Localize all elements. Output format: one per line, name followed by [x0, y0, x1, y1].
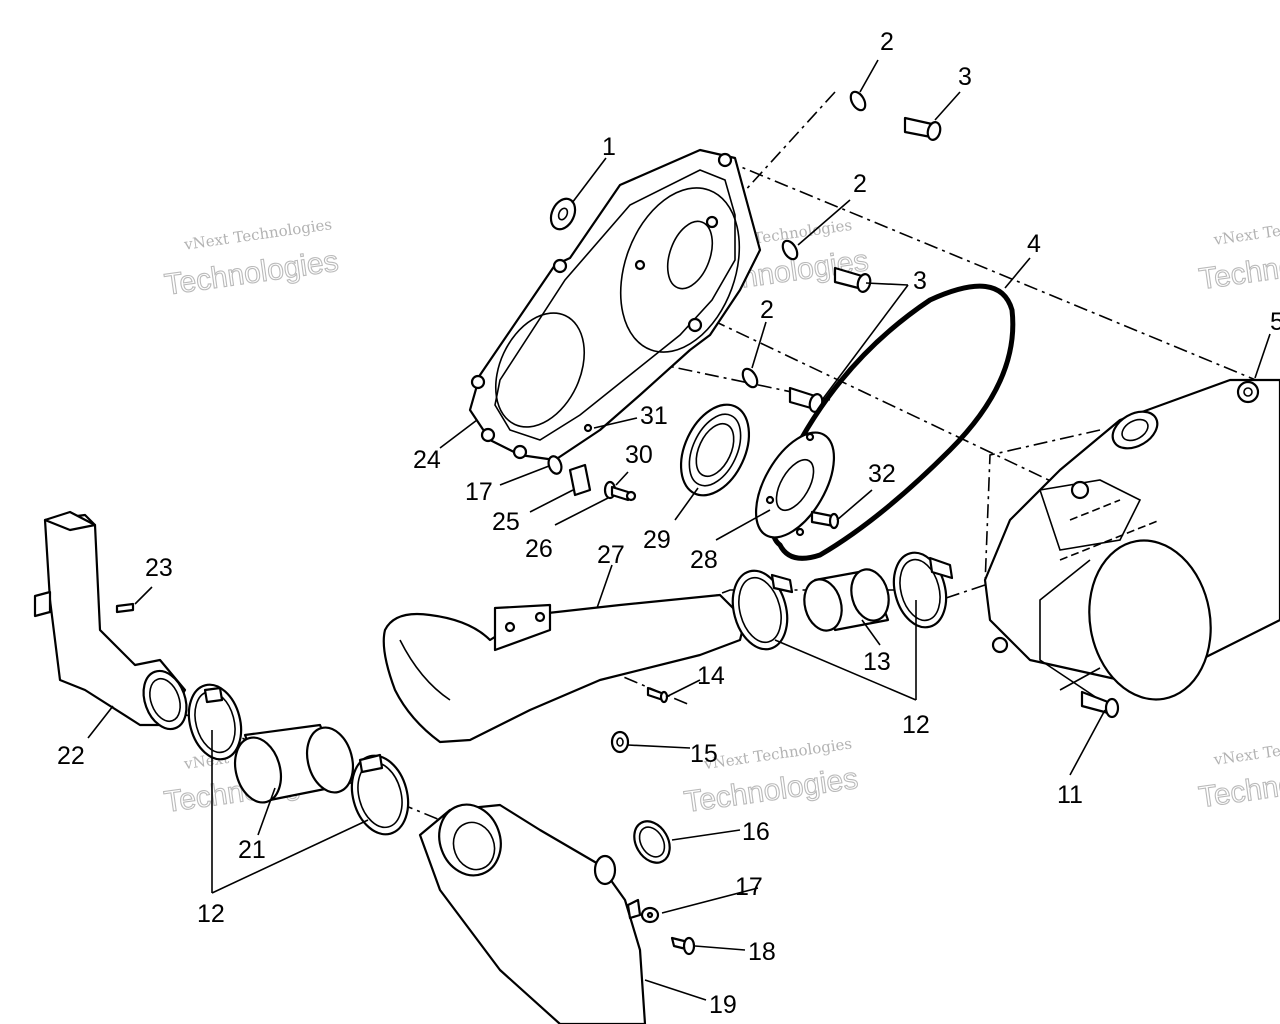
- air-duct-part-27: [382, 593, 747, 744]
- callout-number: 24: [413, 446, 441, 474]
- callout-number: 3: [913, 267, 927, 295]
- intake-box-part-19: [418, 803, 647, 1024]
- callout-number: 27: [597, 541, 625, 569]
- callout-number: 11: [1057, 781, 1083, 809]
- clamp-part-16: [633, 820, 671, 864]
- washer-part-2: [741, 90, 867, 389]
- tube-part-21: [233, 723, 355, 804]
- small-hardware: [547, 423, 637, 502]
- intake-duct-part-22: [33, 510, 188, 731]
- watermark-text: Technologies: [1197, 757, 1280, 814]
- callout-number: 17: [735, 873, 763, 901]
- hose-clamp-part-12: [187, 551, 954, 836]
- watermark-text: vNext Technologies: [1212, 730, 1280, 769]
- callout-number: 12: [902, 711, 930, 739]
- callout-number: 17: [465, 478, 493, 506]
- callout-number: 28: [690, 546, 718, 574]
- callout-number: 21: [238, 836, 266, 864]
- screw-part-18: [670, 936, 696, 956]
- washer-part-1: [549, 197, 577, 231]
- callout-number: 22: [57, 742, 85, 770]
- rivet-part-23: [115, 602, 135, 614]
- screw-part-11: [1080, 690, 1120, 719]
- callout-number: 3: [958, 63, 972, 91]
- inner-clutch-cover: [468, 148, 762, 462]
- bolt-part-3: [788, 116, 942, 413]
- callout-number: 12: [197, 900, 225, 928]
- callout-number: 32: [868, 460, 896, 488]
- callout-number: 2: [760, 296, 774, 324]
- leader-lines: [87, 59, 1271, 1001]
- screw-part-32: [810, 510, 840, 530]
- watermark-text: Technologies: [162, 245, 340, 302]
- callout-number: 23: [145, 554, 173, 582]
- callout-number: 2: [880, 28, 894, 56]
- callout-number: 26: [525, 535, 553, 563]
- callout-number: 29: [643, 526, 671, 554]
- callout-number: 14: [697, 662, 725, 690]
- callout-number: 25: [492, 508, 520, 536]
- watermark-text: vNext Technologies: [1212, 210, 1280, 249]
- callout-number: 19: [709, 991, 737, 1019]
- plate-part-28: [754, 431, 836, 539]
- callout-number: 15: [690, 740, 718, 768]
- callout-number: 4: [1027, 230, 1041, 258]
- callout-number: 18: [748, 938, 776, 966]
- screw-part-14: [646, 686, 669, 704]
- nut-part-15: [610, 730, 630, 754]
- seal-part-29: [679, 403, 751, 497]
- callout-number: 31: [640, 402, 668, 430]
- callout-number: 1: [602, 133, 616, 161]
- callout-number: 16: [742, 818, 770, 846]
- callout-labels: 1 2 3 2 3 2 4 5 24 31 30 17 25 26 29 28 …: [57, 28, 1280, 1019]
- watermark-text: Technologies: [1197, 239, 1280, 296]
- callout-number: 30: [625, 441, 653, 469]
- callout-number: 13: [863, 648, 891, 676]
- tube-part-13: [803, 568, 890, 632]
- callout-number: 2: [853, 170, 867, 198]
- callout-number: 5: [1270, 308, 1280, 336]
- washer-part-17: [640, 906, 660, 924]
- outer-clutch-cover: [983, 378, 1280, 701]
